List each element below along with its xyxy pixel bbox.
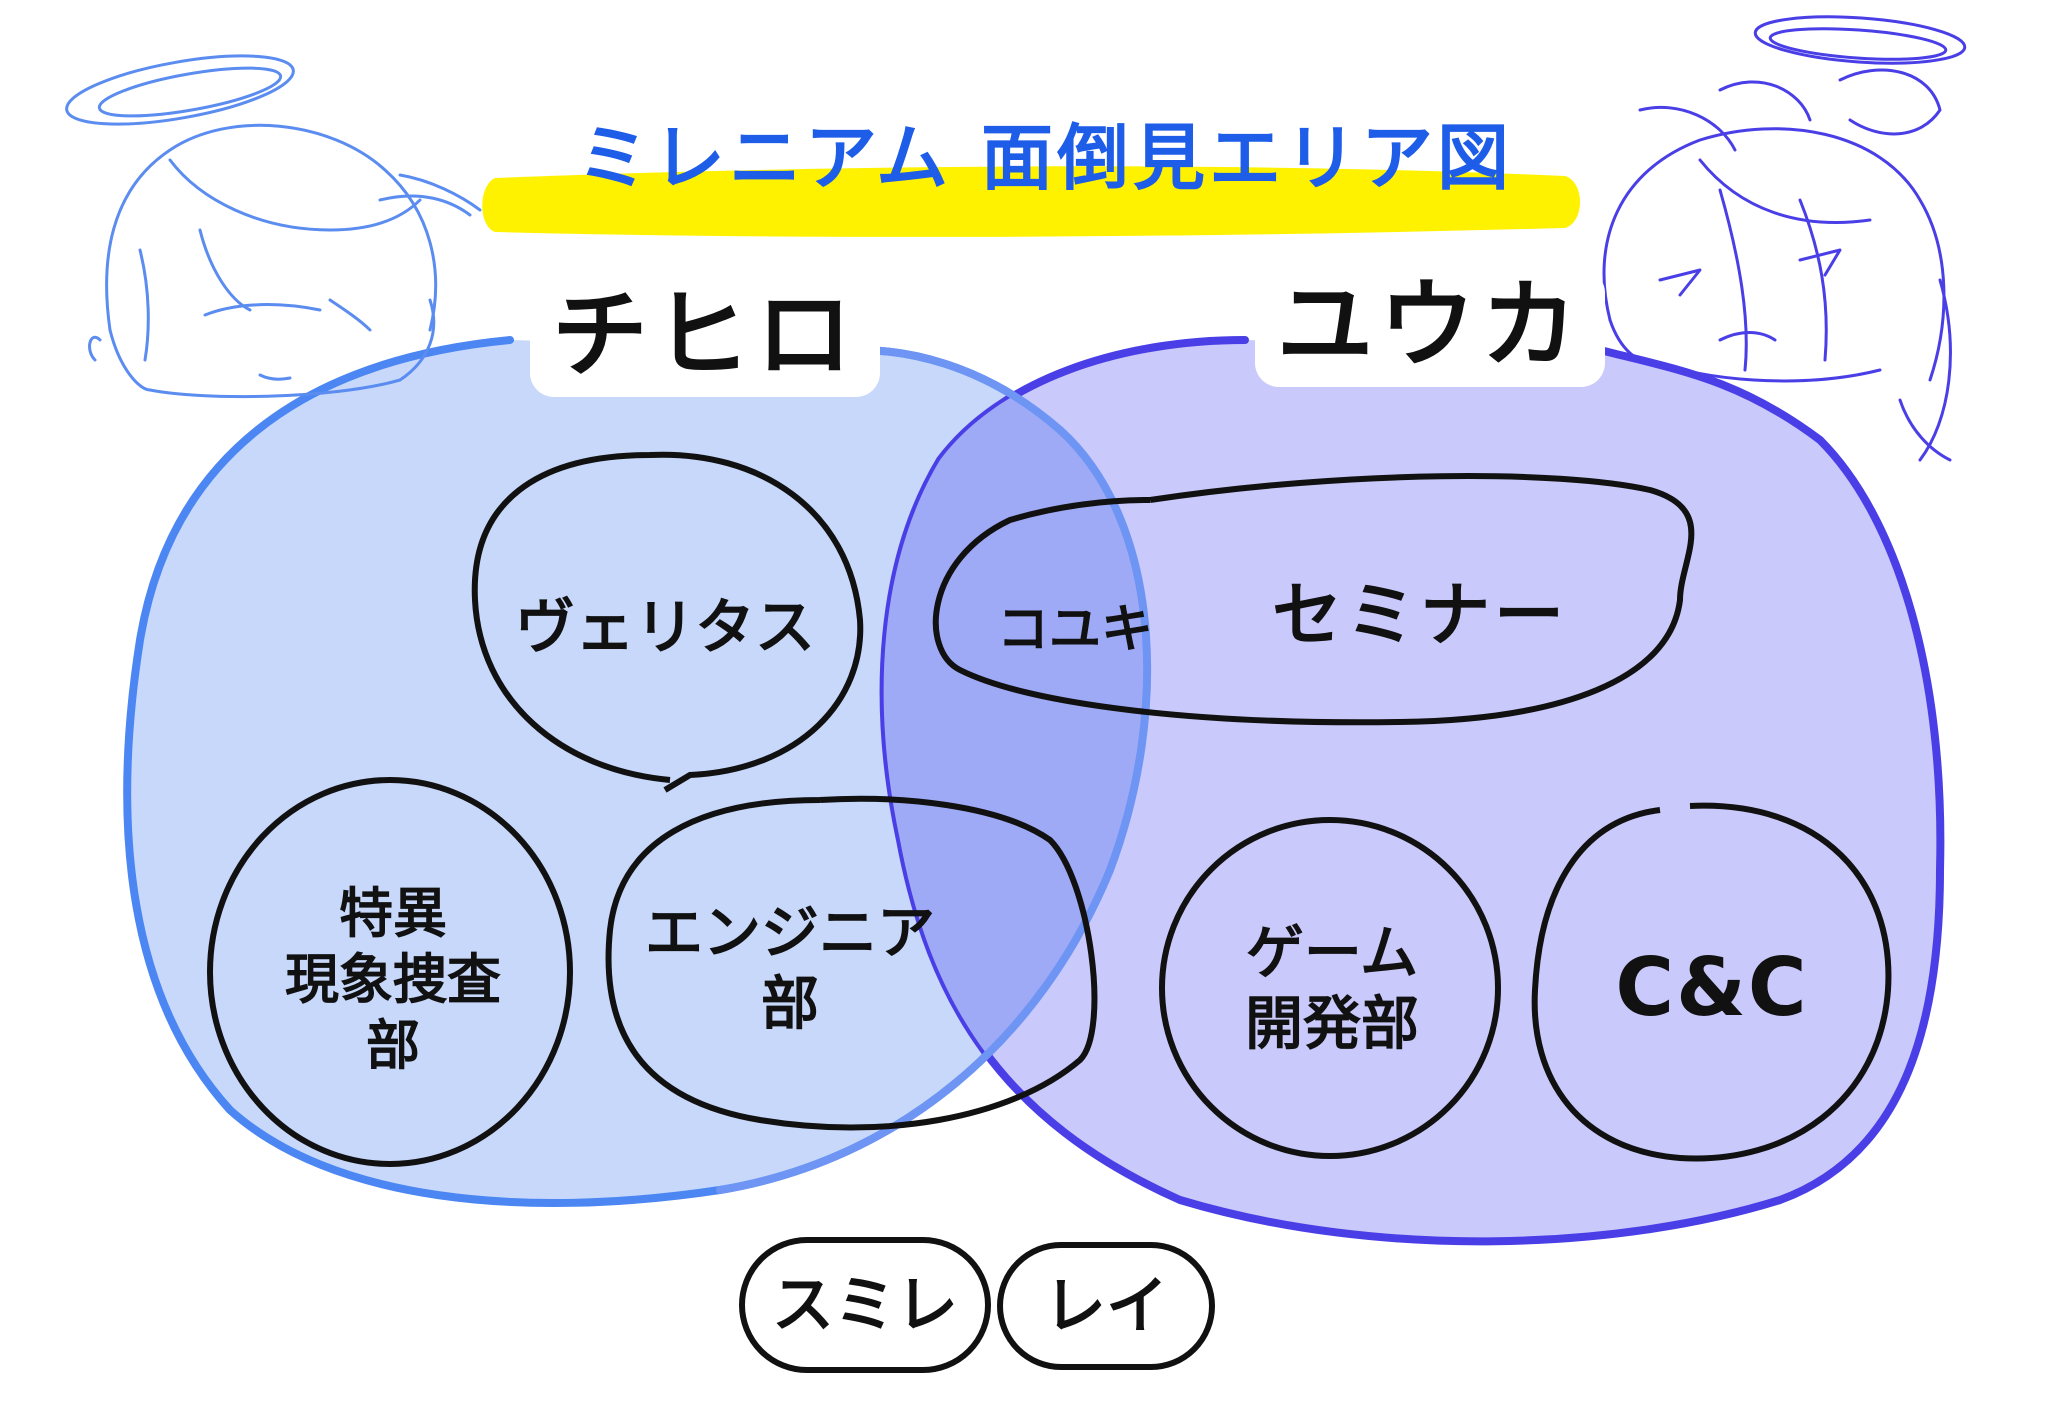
cnc-label: C&C — [1615, 941, 1809, 1034]
special-ops-label: 特異 現象捜査 部 — [285, 881, 501, 1079]
title-highlight-marker — [482, 166, 1580, 237]
chihiro-area-border — [856, 346, 1152, 874]
diagram-title: ミレニアム 面倒見エリア図 — [576, 116, 1514, 200]
engineering-line2: 部 — [760, 969, 820, 1037]
rei-pill — [997, 1242, 1215, 1370]
chihiro-sketch-icon — [65, 54, 482, 399]
sumire-label: スミレ — [771, 1268, 959, 1341]
yuuka-sketch-icon — [1602, 15, 1967, 462]
game-dev-label: ゲーム 開発部 — [1245, 917, 1419, 1059]
sumire-pill — [739, 1237, 991, 1373]
veritas-bubble — [471, 451, 864, 793]
yuuka-label: ユウカ — [1255, 269, 1605, 387]
special-ops-bubble — [207, 777, 573, 1167]
rei-label: レイ — [1043, 1269, 1169, 1342]
engineering-line1: エンジニア — [644, 898, 936, 967]
seminar-bubble — [932, 473, 1695, 726]
engineering-bubble — [605, 795, 1098, 1131]
cnc-bubble — [1531, 802, 1892, 1162]
veritas-label: ヴェリタス — [515, 593, 815, 663]
chihiro-area-border-lower — [716, 866, 1114, 1194]
koyuki-label: コユキ — [996, 600, 1154, 660]
chihiro-label: チヒロ — [530, 279, 880, 397]
special-ops-line3: 部 — [366, 1013, 420, 1077]
seminar-label: セミナー — [1272, 574, 1568, 656]
game-dev-bubble — [1159, 817, 1501, 1159]
game-dev-line1: ゲーム — [1245, 918, 1419, 987]
game-dev-line2: 開発部 — [1244, 989, 1420, 1057]
engineering-label: エンジニア 部 — [645, 897, 935, 1039]
special-ops-line2: 現象捜査 — [285, 948, 501, 1012]
special-ops-line1: 特異 — [339, 882, 447, 946]
